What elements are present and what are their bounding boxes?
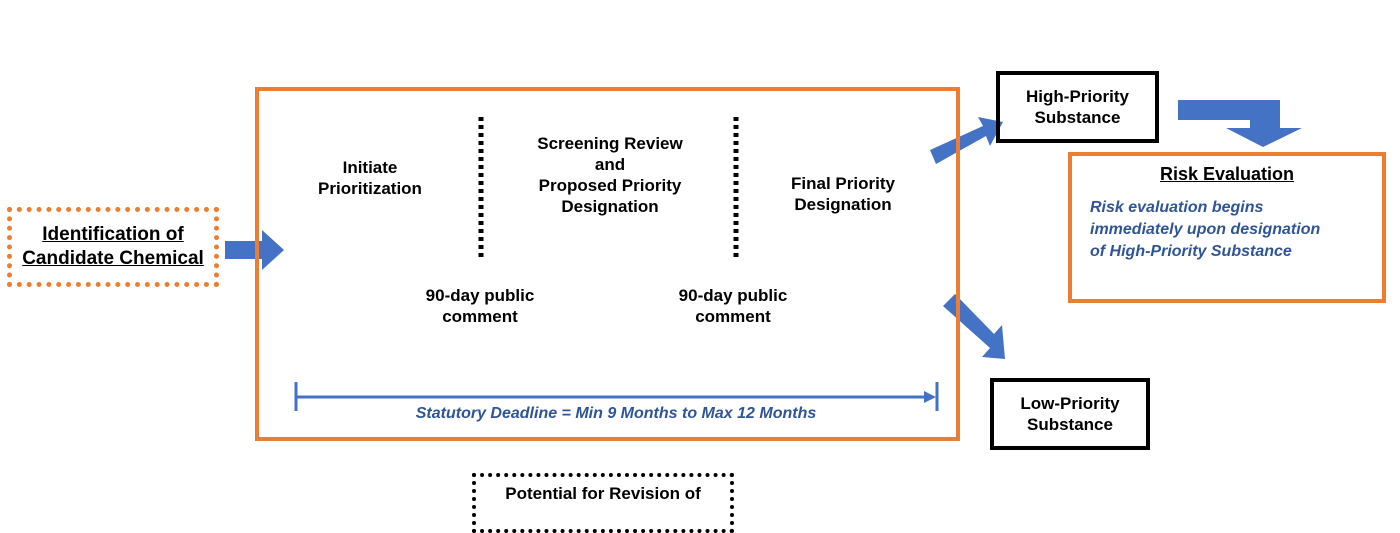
- identification-line2: Candidate Chemical: [22, 248, 204, 269]
- high-priority-box: High-Priority Substance: [996, 71, 1159, 143]
- comment2-line1: 90-day public: [678, 286, 788, 305]
- step-screening-review: Screening Review and Proposed Priority D…: [520, 133, 700, 217]
- risk-evaluation-title: Risk Evaluation: [1159, 164, 1295, 184]
- arrow-to-risk-evaluation: [1178, 100, 1302, 147]
- low-priority-line2: Substance: [1027, 415, 1113, 434]
- risk-desc-line1: Risk evaluation begins: [1090, 199, 1264, 216]
- step2-line3: Proposed Priority: [538, 176, 682, 195]
- step2-line1: Screening Review: [537, 134, 683, 153]
- high-priority-line2: Substance: [1034, 108, 1121, 127]
- step3-line1: Final Priority: [791, 174, 895, 193]
- public-comment-2: 90-day public comment: [653, 285, 813, 327]
- prioritization-process-box: [255, 87, 960, 441]
- risk-evaluation-box: Risk Evaluation Risk evaluation begins i…: [1068, 152, 1386, 303]
- identification-box: Identification of Candidate Chemical: [7, 207, 219, 287]
- step2-line4: Designation: [561, 197, 659, 216]
- step2-line2: and: [594, 155, 626, 174]
- comment2-line2: comment: [695, 307, 771, 326]
- low-priority-line1: Low-Priority: [1020, 394, 1120, 413]
- comment1-line1: 90-day public: [425, 286, 535, 305]
- low-priority-box: Low-Priority Substance: [990, 378, 1150, 450]
- statutory-deadline-label: Statutory Deadline = Min 9 Months to Max…: [415, 405, 817, 422]
- step3-line2: Designation: [794, 195, 892, 214]
- step1-line1: Initiate: [342, 158, 398, 177]
- identification-line1: Identification of: [42, 224, 184, 245]
- arrow-to-high-priority: [930, 117, 1003, 164]
- step-initiate-prioritization: Initiate Prioritization: [300, 157, 440, 199]
- timeline-arrowhead: [924, 391, 936, 403]
- step-final-priority: Final Priority Designation: [778, 173, 908, 215]
- risk-desc-line2: immediately upon designation: [1090, 221, 1321, 238]
- arrow-into-prioritization: [225, 230, 284, 270]
- risk-evaluation-description: Risk evaluation begins immediately upon …: [1090, 197, 1382, 263]
- revision-line1: Potential for Revision of: [505, 484, 701, 503]
- high-priority-line1: High-Priority: [1026, 87, 1129, 106]
- comment1-line2: comment: [442, 307, 518, 326]
- revision-box: Potential for Revision of: [472, 473, 734, 533]
- public-comment-1: 90-day public comment: [400, 285, 560, 327]
- step1-line2: Prioritization: [318, 179, 422, 198]
- risk-desc-line3: of High-Priority Substance: [1090, 243, 1292, 260]
